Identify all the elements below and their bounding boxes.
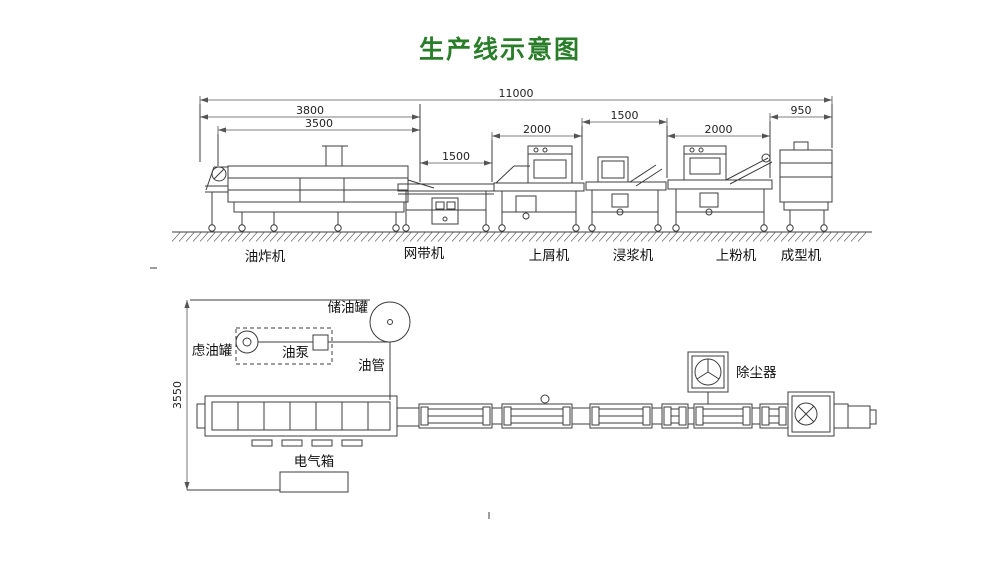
electric-box-plan xyxy=(187,471,349,493)
plan-view xyxy=(150,267,877,519)
fryer-machine-plan xyxy=(196,395,420,447)
dimension-label: 1500 xyxy=(442,150,470,163)
dimension-label: 1500 xyxy=(611,109,639,122)
belt-conveyor-side xyxy=(397,183,495,232)
fryer-machine-side xyxy=(205,145,435,232)
dust-remover-plan xyxy=(687,351,729,404)
conveyor-band-plan xyxy=(418,391,877,437)
label-oil-pump: 油泵 xyxy=(282,345,309,361)
plan-view-labels: 储油罐 油泵 油管 虑油罐 除尘器 电气箱 xyxy=(192,300,777,470)
label-dust-remover: 除尘器 xyxy=(736,365,777,381)
machine-label-dipping: 浸浆机 xyxy=(613,248,654,264)
extension-lines xyxy=(199,104,833,182)
side-view-labels: 油炸机 网带机 上屑机 浸浆机 上粉机 成型机 xyxy=(245,246,822,265)
machine-label-belt: 网带机 xyxy=(404,246,445,262)
forming-machine-side xyxy=(779,141,833,232)
dimension-label: 3800 xyxy=(296,104,324,117)
dimension-label: 3550 xyxy=(171,381,184,409)
side-view-machines xyxy=(205,141,833,232)
label-electric-box: 电气箱 xyxy=(294,454,335,470)
machine-label-fryer: 油炸机 xyxy=(245,249,286,265)
stray-marks xyxy=(150,267,490,519)
oil-pump-and-filter-plan xyxy=(235,327,390,365)
machine-label-forming: 成型机 xyxy=(781,248,822,264)
page-title: 生产线示意图 xyxy=(418,35,581,64)
dimension-label: 2000 xyxy=(705,123,733,136)
batter-dipping-machine-side xyxy=(585,156,667,232)
label-oil-filter-tank: 虑油罐 xyxy=(192,343,233,359)
ground-hatch xyxy=(171,231,872,242)
dimension-label: 2000 xyxy=(523,123,551,136)
machine-label-flouring: 上粉机 xyxy=(716,248,757,264)
dimension-label: 950 xyxy=(791,104,812,117)
dimension-label: 11000 xyxy=(499,87,534,100)
flouring-machine-side xyxy=(667,145,773,232)
machine-label-breading: 上屑机 xyxy=(529,248,570,264)
label-oil-storage-tank: 储油罐 xyxy=(328,300,369,316)
label-oil-pipe: 油管 xyxy=(358,358,385,374)
breading-machine-side xyxy=(493,145,585,232)
dimension-label: 3500 xyxy=(305,117,333,130)
